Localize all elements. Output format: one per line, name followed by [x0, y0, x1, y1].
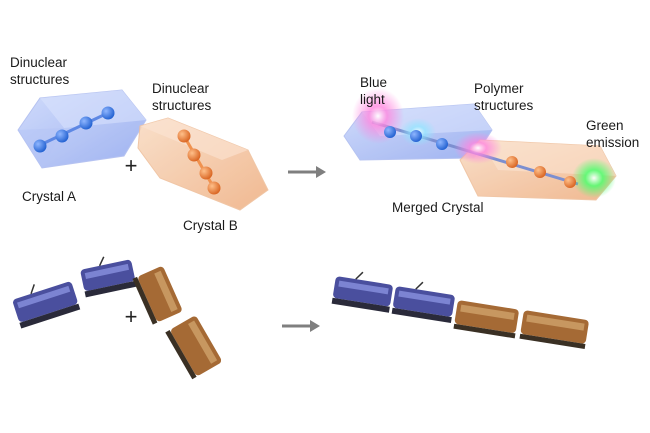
- train-icon: [80, 256, 137, 298]
- label-dinuclear-b: Dinuclear structures: [152, 81, 212, 113]
- plus-sign-bottom: +: [125, 304, 138, 329]
- train-group-left: [13, 256, 222, 380]
- label-blue-light: Blue light: [360, 75, 388, 107]
- crystal-b-icon: [137, 117, 269, 211]
- train-icon: [13, 281, 81, 329]
- train-icon: [165, 316, 222, 380]
- label-crystal-b: Crystal B: [183, 218, 238, 233]
- merged-crystal-icon: [343, 88, 617, 201]
- label-merged-crystal: Merged Crystal: [392, 200, 484, 215]
- train-icon: [331, 271, 393, 313]
- train-icon: [453, 300, 519, 339]
- train-group-right: [331, 271, 589, 349]
- arrow-top-icon: [288, 166, 326, 178]
- train-icon: [391, 281, 455, 324]
- label-green-emission: Green emission: [586, 118, 640, 150]
- train-icon: [519, 310, 589, 349]
- train-icon: [132, 266, 182, 325]
- label-crystal-a: Crystal A: [22, 189, 77, 204]
- plus-sign-top: +: [125, 153, 138, 178]
- label-dinuclear-a: Dinuclear structures: [10, 55, 70, 87]
- arrow-bottom-icon: [282, 320, 320, 332]
- label-polymer-structures: Polymer structures: [474, 81, 534, 113]
- crystal-a-icon: [17, 89, 147, 169]
